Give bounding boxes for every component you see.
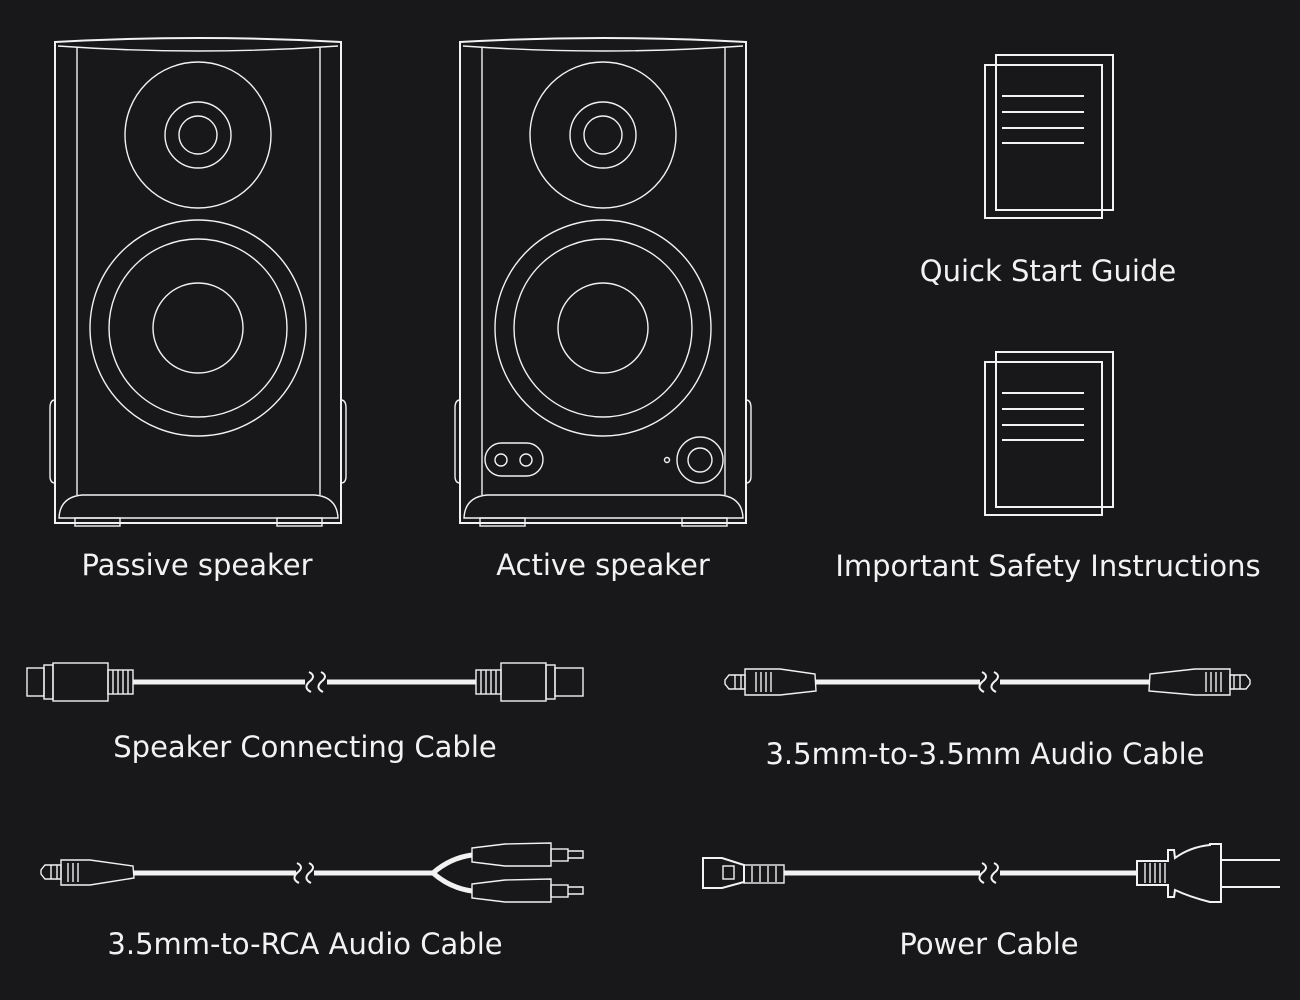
passive-speaker-illustration <box>49 37 347 527</box>
label-rca-cable: 3.5mm-to-RCA Audio Cable <box>107 927 502 961</box>
aux-cable-illustration <box>724 668 1251 696</box>
speaker-output-ports <box>484 442 544 477</box>
label-safety-instructions: Important Safety Instructions <box>835 549 1260 583</box>
speaker-cable-illustration <box>26 662 584 702</box>
power-indicator <box>663 456 671 464</box>
label-aux-cable: 3.5mm-to-3.5mm Audio Cable <box>765 737 1204 771</box>
active-speaker-illustration <box>454 37 752 527</box>
safety-instructions-icon <box>984 351 1114 516</box>
label-power-cable: Power Cable <box>899 927 1078 961</box>
label-passive-speaker: Passive speaker <box>81 548 312 582</box>
label-active-speaker: Active speaker <box>496 548 710 582</box>
label-quick-start-guide: Quick Start Guide <box>920 254 1176 288</box>
volume-knob <box>676 436 724 484</box>
label-speaker-cable: Speaker Connecting Cable <box>113 730 496 764</box>
rca-cable-illustration <box>40 842 584 903</box>
power-cable-illustration <box>702 843 1280 903</box>
quick-start-guide-icon <box>984 54 1114 219</box>
